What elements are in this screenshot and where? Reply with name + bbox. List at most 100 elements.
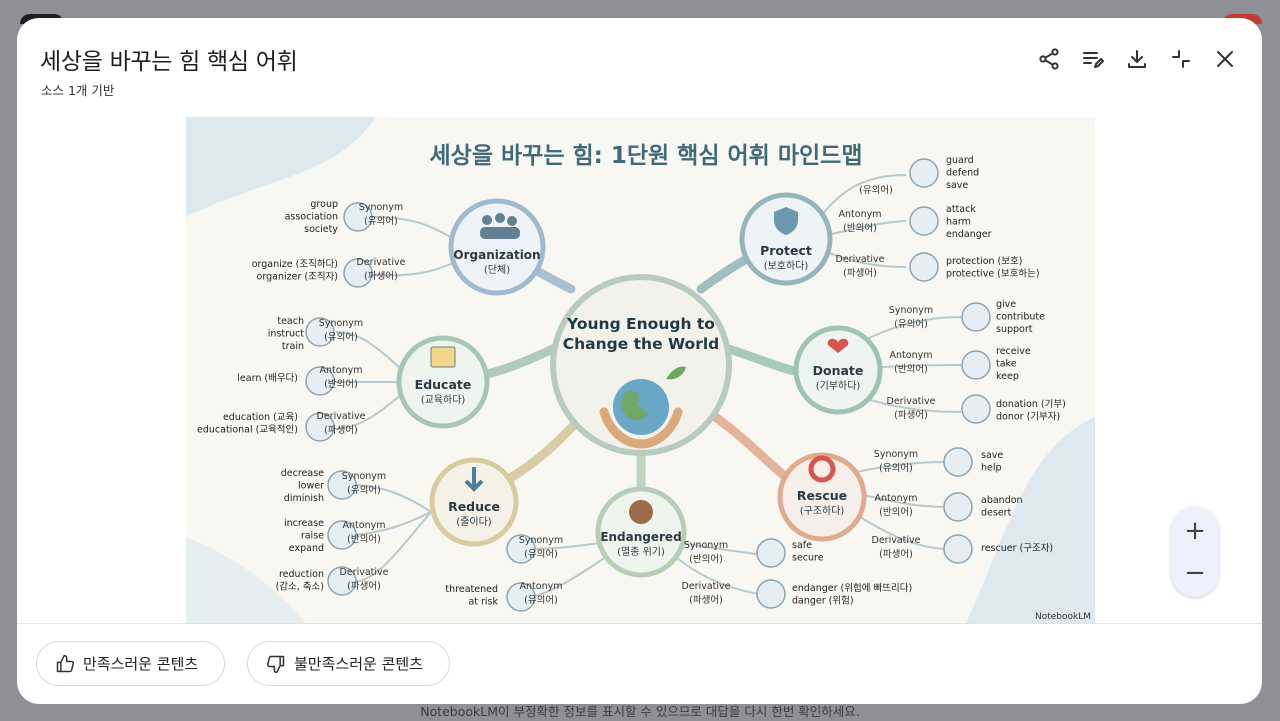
node-endangered-en: Endangered [600, 530, 681, 544]
relation-sub: (반의어) [347, 534, 381, 545]
vocab-word: organize (조직하다) [252, 258, 338, 270]
vocab-word: guard [946, 155, 974, 166]
vocab-word: train [282, 341, 304, 352]
relation-label: Derivative [317, 411, 366, 422]
vocab-word: learn (배우다) [237, 373, 298, 384]
vocab-word: donor (기부자) [996, 412, 1060, 423]
share-button[interactable] [1034, 44, 1064, 74]
relation-sub: (유의어) [324, 332, 358, 343]
vocab-word: diminish [284, 493, 324, 504]
relation-sub: (반의어) [894, 364, 928, 375]
relation-label: Derivative [682, 581, 731, 592]
relation-label: Derivative [872, 535, 921, 546]
relation-label: Synonym [684, 540, 728, 551]
dialog-subtitle: 소스 1개 기반 [41, 83, 115, 98]
vocab-word: educational (교육적인) [197, 424, 298, 436]
vocab-word: protective (보호하는) [946, 268, 1040, 280]
relation-label: Derivative [340, 567, 389, 578]
relation-label: Derivative [836, 254, 885, 265]
vocab-word: danger (위험) [792, 595, 854, 607]
node-donate-ko: (기부하다) [816, 379, 861, 392]
node-reduce-ko: (줄이다) [456, 516, 492, 528]
vocab-word: (감소, 축소) [276, 581, 324, 593]
relation-sub: (유의어) [347, 485, 381, 496]
node-protect: Protect (보호하다) [739, 192, 833, 286]
vocab-word: society [304, 224, 338, 235]
download-button[interactable] [1122, 44, 1152, 74]
zoom-out-button[interactable]: − [1184, 558, 1206, 588]
dislike-label: 불만족스러운 콘텐츠 [294, 655, 423, 673]
collapse-button[interactable] [1166, 44, 1196, 74]
mindmap-infographic: 세상을 바꾸는 힘: 1단원 핵심 어휘 마인드맵 [186, 117, 1095, 623]
vocab-word: increase [284, 518, 324, 529]
thumbs-up-icon [56, 654, 75, 672]
vocab-word: association [285, 212, 338, 223]
relation-sub: (유의어) [879, 463, 913, 474]
relation-sub: (파생어) [879, 549, 913, 560]
vocab-word: support [996, 324, 1033, 335]
vocab-word: save [946, 180, 968, 191]
relation-label: Antonym [320, 365, 363, 376]
relation-label: Synonym [889, 305, 933, 316]
leaf-org-der: Derivative(파생어)organize (조직하다)organizer … [252, 257, 406, 283]
mindmap-heading: 세상을 바꾸는 힘: 1단원 핵심 어휘 마인드맵 [430, 143, 863, 169]
vocab-word: abandon [981, 495, 1023, 506]
zoom-in-button[interactable]: + [1184, 516, 1206, 546]
node-rescue: Rescue (구조하다) [777, 452, 867, 542]
leaf-edu-der: Derivative(파생어)education (교육)educational… [197, 411, 366, 436]
node-reduce: Reduce (줄이다) [429, 457, 519, 547]
vocab-word: attack [946, 204, 976, 215]
node-organization: Organization (단체) [448, 198, 546, 296]
relation-sub: (반의어) [324, 379, 358, 390]
node-reduce-en: Reduce [448, 499, 500, 514]
relation-sub: (파생어) [324, 425, 358, 436]
edit-button[interactable] [1078, 44, 1108, 74]
node-educate-ko: (교육하다) [421, 393, 466, 406]
dislike-content-button[interactable]: 불만족스러운 콘텐츠 [247, 641, 450, 686]
vocab-word: help [981, 463, 1002, 474]
vocab-word: at risk [468, 597, 498, 608]
share-icon [1039, 48, 1059, 70]
vocab-word: take [996, 359, 1017, 370]
infographic-dialog: 세상을 바꾸는 힘 핵심 어휘 소스 1개 기반 세상을 바꾸는 힘: 1단원 … [17, 18, 1262, 704]
vocab-word: raise [301, 531, 324, 542]
node-protect-ko: (보호하다) [764, 259, 809, 272]
node-organization-en: Organization [453, 248, 540, 262]
zoom-controls: + − [1171, 507, 1219, 597]
leaf-red-der: Derivative(파생어)reduction(감소, 축소) [276, 567, 389, 593]
download-icon [1128, 50, 1146, 68]
node-organization-ko: (단체) [484, 264, 510, 276]
relation-sub: (파생어) [843, 268, 877, 279]
node-educate-en: Educate [415, 377, 472, 392]
node-endangered: Endangered (멸종 위기) [595, 486, 687, 578]
relation-sub: (파생어) [364, 271, 398, 282]
leaf-edu-ant: Antonym (반의어) learn (배우다) [237, 365, 362, 390]
leaf-end-der: Derivative(파생어)endanger (위험에 빠뜨리다)danger… [682, 581, 913, 607]
vocab-word: harm [946, 217, 971, 228]
node-donate-en: Donate [813, 363, 864, 378]
relation-sub: (파생어) [894, 410, 928, 421]
dialog-title: 세상을 바꾸는 힘 핵심 어휘 [40, 49, 298, 75]
node-endangered-ko: (멸종 위기) [617, 545, 665, 558]
leaf-end-syn: Synonym(유의어) [519, 535, 563, 560]
vocab-word: endanger [946, 229, 992, 240]
notebooklm-watermark: NotebookLM [1035, 612, 1091, 622]
mindmap-image: 세상을 바꾸는 힘: 1단원 핵심 어휘 마인드맵 [186, 117, 1095, 623]
node-donate: Donate (기부하다) [793, 325, 883, 415]
relation-label: Synonym [319, 318, 363, 329]
vocab-word: give [996, 299, 1016, 310]
disclaimer-text: NotebookLM이 부정확한 정보를 표시할 수 있으므로 대답을 다시 한… [420, 704, 860, 719]
like-content-button[interactable]: 만족스러운 콘텐츠 [36, 641, 226, 686]
vocab-word: instruct [268, 329, 304, 340]
relation-sub: (반의어) [689, 554, 723, 565]
relation-label: Derivative [357, 257, 406, 268]
vocab-word: endanger (위험에 빠뜨리다) [792, 582, 912, 594]
close-button[interactable] [1210, 44, 1240, 74]
edit-list-icon [1083, 52, 1104, 68]
vocab-word: teach [277, 316, 304, 327]
